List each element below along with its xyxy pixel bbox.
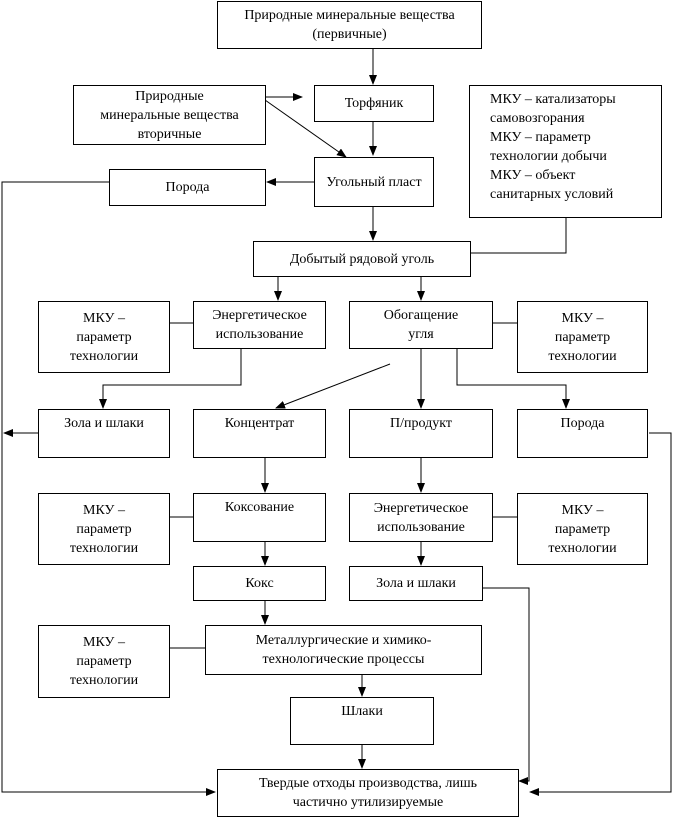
node-enrichment: Обогащение угля (349, 301, 493, 349)
node-metallurgy: Металлургические и химико- технологическ… (205, 625, 482, 675)
node-coke: Кокс (193, 566, 326, 601)
edge-energy-1-to-ash (99, 348, 242, 409)
node-mku-param-3: МКУ – параметр технологии (38, 493, 170, 565)
node-rock-mid: Порода (517, 409, 648, 458)
node-energy-use-1: Энергетическое использование (193, 301, 326, 349)
edge-enrichment-to-rock (456, 348, 570, 409)
node-slags: Шлаки (290, 697, 434, 745)
node-peat: Торфяник (314, 85, 434, 122)
node-ash-slag-2: Зола и шлаки (349, 566, 483, 601)
node-energy-use-2: Энергетическое использование (349, 493, 493, 542)
edge-rock-mid-to-waste (529, 432, 672, 796)
node-mku-param-1: МКУ – параметр технологии (38, 301, 170, 373)
node-concentrate: Концентрат (193, 409, 326, 458)
edge-rock-to-waste (1, 181, 216, 796)
node-mku-param-2: МКУ – параметр технологии (517, 301, 648, 373)
node-mku-param-5: МКУ – параметр технологии (38, 625, 170, 698)
edge-secondary-to-coal-seam (264, 99, 347, 158)
node-coking: Коксование (193, 493, 326, 542)
edge-ash-2-to-waste (482, 587, 530, 785)
edge-enrichment-to-concentrate (275, 363, 391, 409)
node-coal-seam: Угольный пласт (314, 157, 434, 207)
node-primary-minerals: Природные минеральные вещества (первичны… (217, 1, 482, 49)
node-mku-list: МКУ – катализаторы самовозгорания МКУ – … (469, 85, 662, 218)
node-byproduct: П/продукт (349, 409, 493, 458)
node-solid-waste: Твердые отходы производства, лишь частич… (217, 769, 519, 817)
node-rock-top: Порода (109, 169, 266, 206)
node-ash-slag-1: Зола и шлаки (38, 409, 170, 458)
edge-mku-list-to-raw-coal (470, 217, 567, 254)
node-raw-coal: Добытый рядовой уголь (253, 241, 471, 277)
node-secondary-minerals: Природные минеральные вещества вторичные (73, 85, 266, 145)
node-mku-param-4: МКУ – параметр технологии (517, 493, 648, 565)
